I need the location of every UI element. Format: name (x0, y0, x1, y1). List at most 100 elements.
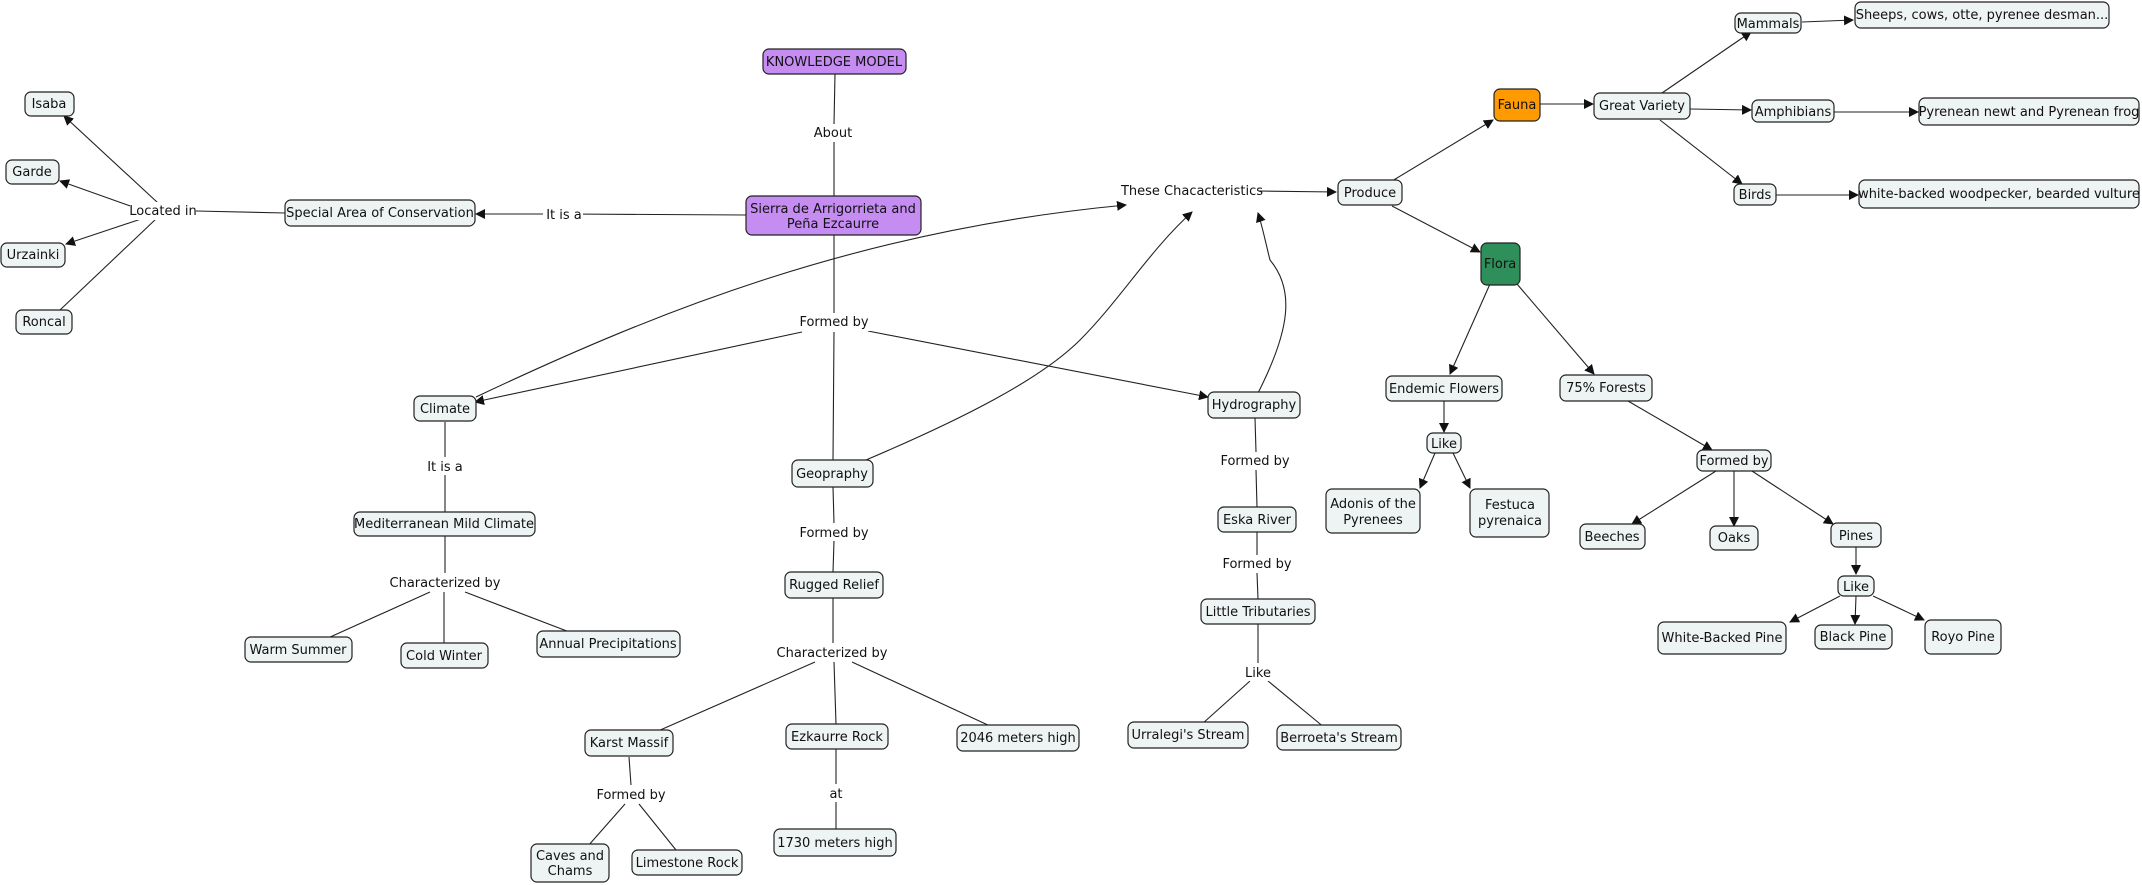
node-hydrography-label: Hydrography (1212, 398, 1297, 413)
node-sierra-line-1: Sierra de Arrigorrieta and (750, 202, 916, 217)
link-it-is-a-climate: It is a (424, 457, 466, 475)
link-about: About (808, 124, 860, 142)
node-urralegi[interactable]: Urralegi's Stream (1127, 721, 1249, 749)
node-adonis-line-2: Pyrenees (1343, 513, 1403, 528)
node-adonis[interactable]: Adonis of the Pyrenees (1325, 488, 1421, 534)
node-mammals[interactable]: Mammals (1734, 12, 1802, 34)
node-garde-label: Garde (12, 165, 51, 180)
edge-greatvariety-amphibians (1689, 104, 1752, 115)
node-roncal-label: Roncal (22, 315, 65, 330)
node-warm-summer-label: Warm Summer (249, 643, 347, 658)
link-located-in-label: Located in (129, 204, 196, 219)
node-amphibians[interactable]: Amphibians (1751, 99, 1835, 123)
node-mammals-list[interactable]: Sheeps, cows, otte, pyrenee desman... (1854, 1, 2110, 29)
edge-geography-formedby (832, 486, 835, 524)
node-urralegi-label: Urralegi's Stream (1132, 728, 1245, 743)
edges (59, 15, 1925, 851)
node-urzainki[interactable]: Urzainki (0, 242, 66, 268)
link-characterized-by-climate: Characterized by (390, 573, 501, 591)
node-like-pines[interactable]: Like (1837, 575, 1875, 597)
node-cold-winter[interactable]: Cold Winter (400, 642, 489, 669)
node-flora-label: Flora (1484, 257, 1516, 272)
node-sierra-line-2: Peña Ezcaurre (787, 217, 879, 232)
node-warm-summer[interactable]: Warm Summer (244, 636, 353, 663)
edge-like-royo (1872, 595, 1925, 621)
link-formed-by-hydro: Formed by (1219, 452, 1291, 470)
link-it-is-a-sac-label: It is a (546, 208, 582, 223)
edge-forests-formedby (1627, 400, 1713, 451)
node-isaba[interactable]: Isaba (24, 91, 75, 117)
node-endemic-flowers[interactable]: Endemic Flowers (1385, 375, 1503, 402)
node-urzainki-label: Urzainki (7, 248, 60, 263)
node-birds[interactable]: Birds (1733, 183, 1777, 206)
node-forests[interactable]: 75% Forests (1559, 374, 1653, 402)
node-rugged-relief[interactable]: Rugged Relief (784, 571, 884, 599)
edge-characterized-warm (327, 591, 431, 639)
node-knowledge-model[interactable]: KNOWLEDGE MODEL (762, 48, 907, 75)
edge-characterized-ezkaurre (833, 661, 837, 725)
node-hydrography[interactable]: Hydrography (1207, 391, 1301, 419)
node-birds-label: Birds (1739, 188, 1772, 203)
node-fauna-label: Fauna (1498, 98, 1537, 113)
node-birds-list[interactable]: white-backed woodpecker, bearded vulture (1858, 179, 2140, 209)
edge-flora-forests (1516, 283, 1595, 375)
link-phrases: About It is a Located in Formed by These… (129, 124, 1293, 803)
node-beeches[interactable]: Beeches (1579, 523, 1646, 550)
node-1730-meters[interactable]: 1730 meters high (773, 828, 897, 857)
node-climate[interactable]: Climate (413, 395, 477, 422)
node-festuca[interactable]: Festuca pyrenaica (1469, 488, 1550, 538)
node-white-backed-pine[interactable]: White-Backed Pine (1657, 621, 1787, 655)
link-characterized-by-relief: Characterized by (776, 643, 888, 661)
node-black-pine[interactable]: Black Pine (1814, 624, 1893, 650)
node-ezkaurre-rock[interactable]: Ezkaurre Rock (785, 723, 889, 750)
node-formed-by-forests-label: Formed by (1699, 454, 1768, 469)
node-roncal[interactable]: Roncal (15, 309, 73, 335)
link-these-characteristics-label: These Chacacteristics (1120, 184, 1263, 199)
node-caves-chams-line-1: Caves and (536, 849, 604, 864)
node-pines[interactable]: Pines (1830, 522, 1882, 548)
node-like-flowers[interactable]: Like (1426, 432, 1462, 454)
node-karst-massif[interactable]: Karst Massif (584, 729, 674, 757)
node-annual-precip[interactable]: Annual Precipitations (536, 630, 681, 658)
node-amphibians-label: Amphibians (1755, 105, 1832, 120)
link-at-label: at (829, 787, 842, 802)
node-oaks-label: Oaks (1718, 531, 1751, 546)
edge-characterized-karst (657, 661, 816, 732)
node-amphibians-list[interactable]: Pyrenean newt and Pyrenean frog (1918, 97, 2140, 126)
node-annual-precip-label: Annual Precipitations (539, 637, 677, 652)
node-caves-chams[interactable]: Caves and Chams (530, 843, 610, 883)
edge-formedby-pines (1751, 470, 1834, 525)
node-produce[interactable]: Produce (1337, 179, 1403, 206)
node-royo-pine[interactable]: Royo Pine (1924, 619, 2002, 655)
node-garde[interactable]: Garde (5, 159, 60, 185)
node-little-tributaries[interactable]: Little Tributaries (1200, 598, 1316, 625)
node-limestone[interactable]: Limestone Rock (631, 849, 743, 876)
node-flora[interactable]: Flora (1480, 242, 1521, 286)
node-mediterranean[interactable]: Mediterranean Mild Climate (353, 511, 536, 537)
node-special-area[interactable]: Special Area of Conservation (284, 199, 476, 227)
node-sierra[interactable]: Sierra de Arrigorrieta and Peña Ezcaurre (745, 195, 922, 236)
node-berroeta[interactable]: Berroeta's Stream (1276, 724, 1402, 751)
edge-formedby-tributaries (1256, 572, 1259, 600)
node-white-backed-pine-label: White-Backed Pine (1662, 631, 1783, 646)
node-fauna[interactable]: Fauna (1493, 88, 1541, 122)
node-geography[interactable]: Geopraphy (791, 459, 874, 488)
node-2046-meters[interactable]: 2046 meters high (956, 724, 1080, 752)
edge-formedby-beeches (1631, 470, 1717, 525)
node-birds-list-label: white-backed woodpecker, bearded vulture (1858, 187, 2140, 202)
node-rugged-relief-label: Rugged Relief (789, 578, 879, 593)
node-knowledge-model-label: KNOWLEDGE MODEL (766, 55, 903, 70)
node-formed-by-forests[interactable]: Formed by (1696, 449, 1772, 472)
edge-formedby-geography (832, 331, 835, 462)
node-endemic-flowers-label: Endemic Flowers (1389, 382, 1499, 397)
node-eska-river[interactable]: Eska River (1217, 506, 1297, 533)
node-mediterranean-label: Mediterranean Mild Climate (354, 517, 534, 532)
edge-like-berroeta (1267, 680, 1326, 729)
node-great-variety[interactable]: Great Variety (1593, 92, 1691, 120)
node-black-pine-label: Black Pine (1820, 630, 1887, 645)
node-oaks[interactable]: Oaks (1709, 525, 1759, 551)
edge-climate-characteristics (475, 200, 1127, 398)
edge-flora-endemic (1449, 283, 1491, 375)
